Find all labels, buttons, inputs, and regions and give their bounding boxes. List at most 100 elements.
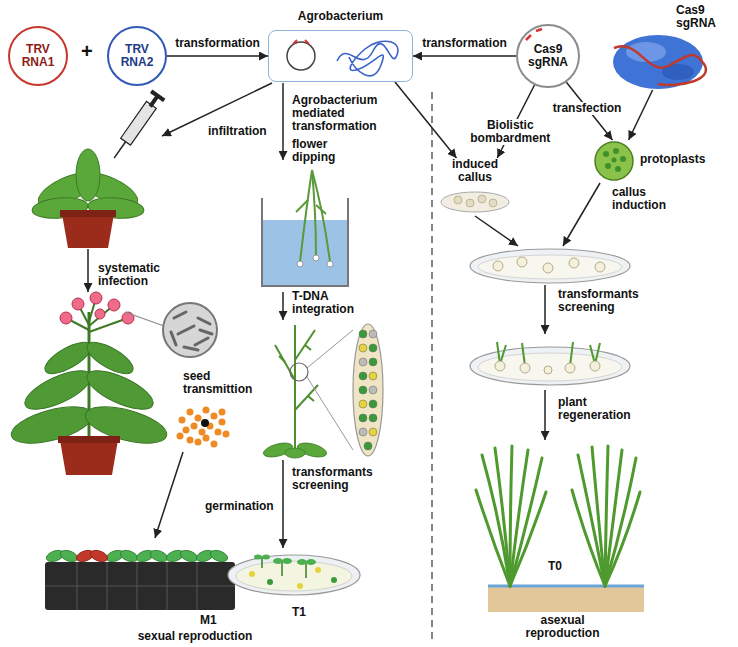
vector-circle: Cas9 sgRNA <box>516 24 580 88</box>
flower-dip-beaker <box>297 255 333 267</box>
petri-dish <box>228 555 360 596</box>
virus-micrograph <box>174 312 186 318</box>
seeds <box>201 419 209 427</box>
flower-dip-beaker <box>312 170 330 262</box>
flowering-plant <box>40 336 95 379</box>
arabidopsis-plant <box>275 325 318 448</box>
flow-arrow <box>87 249 89 292</box>
seedling-tray <box>149 548 169 564</box>
arabidopsis-plant <box>359 428 367 436</box>
node-text: TRV RNA1 <box>16 43 60 69</box>
flow-arrow <box>282 83 284 160</box>
node-text: Cas9 sgRNA <box>526 43 570 69</box>
bacterium-contents <box>269 31 411 80</box>
petri-dish <box>306 559 316 565</box>
flow-arrow <box>563 183 600 246</box>
arabidopsis-plant <box>285 448 305 458</box>
arabidopsis-plant <box>359 414 367 422</box>
arabidopsis-plant <box>295 330 315 360</box>
petri-dish <box>267 579 273 585</box>
petri-dish <box>590 361 600 371</box>
rna-circle: TRV RNA1 <box>8 26 68 86</box>
flowering-plant <box>60 440 118 475</box>
flow-arrow <box>282 292 284 320</box>
petri-dish <box>315 567 321 573</box>
virus-micrograph <box>171 312 212 350</box>
rice-plants <box>510 492 546 586</box>
flowering-plant <box>8 336 171 450</box>
step-label: asexual reproduction <box>515 614 610 640</box>
arabidopsis-plant <box>369 400 377 408</box>
bacterium-contents <box>293 40 309 44</box>
protoplast-picture <box>613 148 619 154</box>
seedling-tray <box>179 548 199 564</box>
arabidopsis-plant <box>353 324 383 456</box>
seeds <box>219 419 226 426</box>
arabidopsis-plant <box>279 356 285 362</box>
step-label: + <box>81 40 93 62</box>
callus-picture <box>438 188 512 214</box>
flowering-plant <box>8 292 171 475</box>
flowering-plant <box>60 292 134 324</box>
step-label: sexual reproduction <box>120 630 270 643</box>
seeds <box>203 407 210 414</box>
petri-dish <box>520 363 530 373</box>
seeds <box>215 429 222 436</box>
petri-dish <box>493 257 605 273</box>
step-label: callus induction <box>612 186 672 212</box>
seeds <box>195 439 202 446</box>
seedling-tray <box>45 562 235 610</box>
seedling-tray <box>45 586 235 587</box>
petri-dish <box>249 571 255 577</box>
protoplast-picture <box>603 148 626 172</box>
plasmid-marks <box>526 29 542 40</box>
syringe <box>150 90 165 102</box>
petri-dish <box>569 258 579 268</box>
petri-dish <box>297 583 303 589</box>
arabidopsis-plant <box>369 372 377 380</box>
flow-arrow <box>475 216 518 246</box>
infiltrated-plant <box>31 149 145 220</box>
callus-picture <box>454 196 462 204</box>
flower-dip-beaker <box>296 170 330 262</box>
flowering-plant <box>82 336 137 379</box>
bacterium-contents <box>337 41 398 76</box>
callus-picture <box>454 195 497 207</box>
virus-micrograph <box>171 332 176 345</box>
callus-picture <box>489 199 497 207</box>
callus-node: induced callus <box>438 158 512 214</box>
arabidopsis-plant <box>290 363 308 381</box>
infiltrated-plant <box>62 214 114 248</box>
connector-label: transfection <box>551 102 624 115</box>
seedling-tray <box>75 548 109 564</box>
petri-dish <box>249 567 337 589</box>
infiltrated-plant <box>60 210 116 217</box>
connector-arrow <box>395 82 457 158</box>
protoplast-picture <box>612 158 617 163</box>
flower-dip-beaker <box>263 220 347 286</box>
seeds <box>211 413 218 420</box>
petri-dish <box>282 558 292 564</box>
seedling-tray <box>45 548 235 610</box>
protoplast-picture <box>620 156 626 162</box>
node-text: Cas9 sgRNA <box>676 4 728 30</box>
arabidopsis-plant <box>359 330 377 450</box>
divider-line <box>431 92 432 640</box>
cas9-protein <box>613 35 703 89</box>
agrobacterium-box: Agrobacterium <box>268 30 413 82</box>
connector-label: transformation <box>420 37 509 50</box>
cas9-protein <box>614 46 706 85</box>
seeds <box>183 427 190 434</box>
bacterium-contents <box>287 42 315 70</box>
petri-dish <box>495 361 600 374</box>
virus-micrograph <box>125 312 164 326</box>
petri-dish <box>517 257 527 267</box>
syringe <box>108 90 166 163</box>
seeds <box>219 409 226 416</box>
step-label: Agrobacterium mediated transformation <box>292 94 387 133</box>
step-label: transformants screening <box>292 466 382 492</box>
rice-plants <box>510 458 542 586</box>
seedling-tray <box>59 548 79 564</box>
seeds <box>203 435 210 442</box>
petri-dish <box>273 558 283 564</box>
